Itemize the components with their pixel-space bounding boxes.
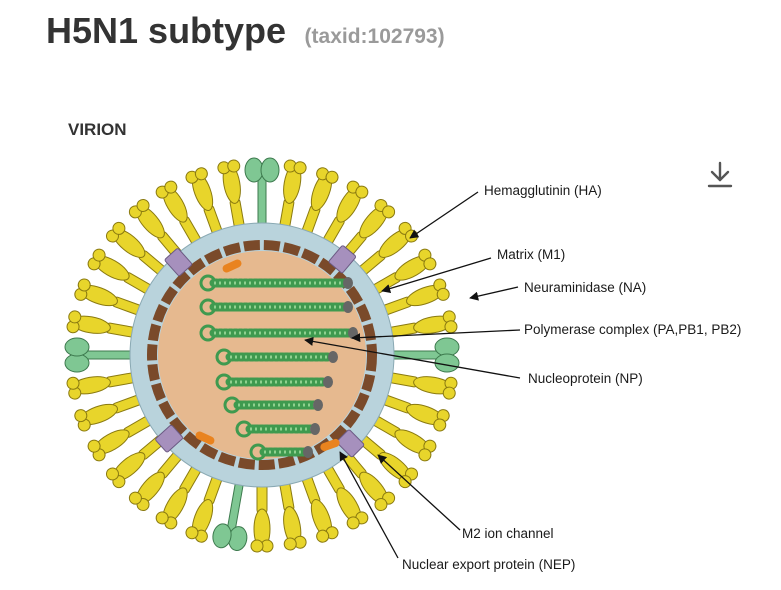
nep-protein (222, 259, 242, 273)
download-button[interactable] (703, 158, 737, 192)
hemagglutinin-spike (387, 310, 458, 338)
ribonucleoprotein-layer (199, 274, 358, 461)
hemagglutinin-spike (357, 221, 419, 276)
polymerase-complex (303, 446, 313, 458)
nucleoprotein-segment (215, 373, 333, 391)
neuraminidase-spike (389, 337, 460, 373)
label-nuclear-export-protein: Nuclear export protein (NEP) (402, 557, 575, 572)
polymerase-complex (313, 399, 323, 411)
arrow-np (304, 336, 521, 379)
nep-protein (320, 438, 340, 452)
hemagglutinin-spike (370, 415, 437, 462)
hemagglutinin-spike (185, 167, 223, 237)
hemagglutinin-spike (217, 159, 245, 230)
m2-ion-channel (336, 429, 365, 458)
nucleoprotein-segment (215, 348, 338, 366)
page-title: H5N1 subtype (46, 10, 287, 51)
hemagglutinin-spike (66, 310, 137, 338)
arrow-m2 (377, 454, 461, 531)
neuraminidase-spike (244, 157, 280, 228)
arrow-na (469, 286, 519, 301)
label-neuraminidase: Neuraminidase (NA) (524, 280, 646, 295)
arrow-ha (409, 191, 479, 239)
nucleoprotein-segment (199, 298, 353, 316)
hemagglutinin-spike (74, 278, 144, 316)
hemagglutinin-spike (387, 372, 458, 400)
hemagglutinin-spike (250, 482, 274, 553)
arrow-m1 (381, 257, 492, 293)
label-m2-ion-channel: M2 ion channel (462, 526, 554, 541)
nucleoprotein-segment (235, 420, 320, 438)
polymerase-complex (323, 376, 333, 388)
neuraminidase-spike (64, 337, 135, 373)
hemagglutinin-spike (279, 480, 307, 551)
section-title: VIRION (68, 120, 127, 139)
m2-ion-channel (155, 424, 183, 453)
nucleoprotein-segment (223, 396, 323, 414)
polymerase-complex (343, 277, 353, 289)
spike-layer (64, 157, 460, 553)
hemagglutinin-spike (128, 198, 183, 260)
label-hemagglutinin: Hemagglutinin (HA) (484, 183, 602, 198)
nucleoprotein-segment (249, 443, 313, 461)
nucleoprotein-segment (199, 274, 353, 292)
label-polymerase-complex: Polymerase complex (PA,PB1, PB2) (524, 322, 741, 337)
download-icon (707, 161, 733, 188)
hemagglutinin-spike (87, 248, 154, 295)
hemagglutinin-spike (301, 167, 339, 237)
page-header: H5N1 subtype (taxid:102793) (46, 10, 445, 52)
label-nucleoprotein: Nucleoprotein (NP) (528, 371, 643, 386)
arrow-nep (339, 451, 399, 559)
polymerase-complex (343, 301, 353, 313)
hemagglutinin-spike (380, 394, 450, 432)
hemagglutinin-spike (322, 180, 369, 247)
nep-protein (195, 431, 215, 445)
hemagglutinin-spike (66, 372, 137, 400)
m2-ion-channel (328, 245, 356, 274)
m2-ion-channel (164, 248, 193, 276)
neuraminidase-spike (212, 479, 248, 551)
matrix-layer (147, 240, 377, 470)
hemagglutinin-spike (370, 248, 437, 295)
hemagglutinin-spike (279, 159, 307, 230)
label-matrix: Matrix (M1) (497, 247, 565, 262)
hemagglutinin-spike (155, 180, 202, 247)
hemagglutinin-spike (87, 415, 154, 462)
hemagglutinin-spike (74, 394, 144, 432)
arrow-polymerase (351, 329, 521, 343)
hemagglutinin-spike (357, 434, 419, 489)
polymerase-complex (328, 351, 338, 363)
hemagglutinin-spike (380, 278, 450, 316)
hemagglutinin-spike (301, 473, 339, 543)
polymerase-complex (310, 423, 320, 435)
callout-layer: Hemagglutinin (HA) Matrix (M1) Neuramini… (304, 183, 741, 572)
taxid-label: (taxid:102793) (304, 25, 445, 48)
hemagglutinin-spike (155, 463, 202, 530)
